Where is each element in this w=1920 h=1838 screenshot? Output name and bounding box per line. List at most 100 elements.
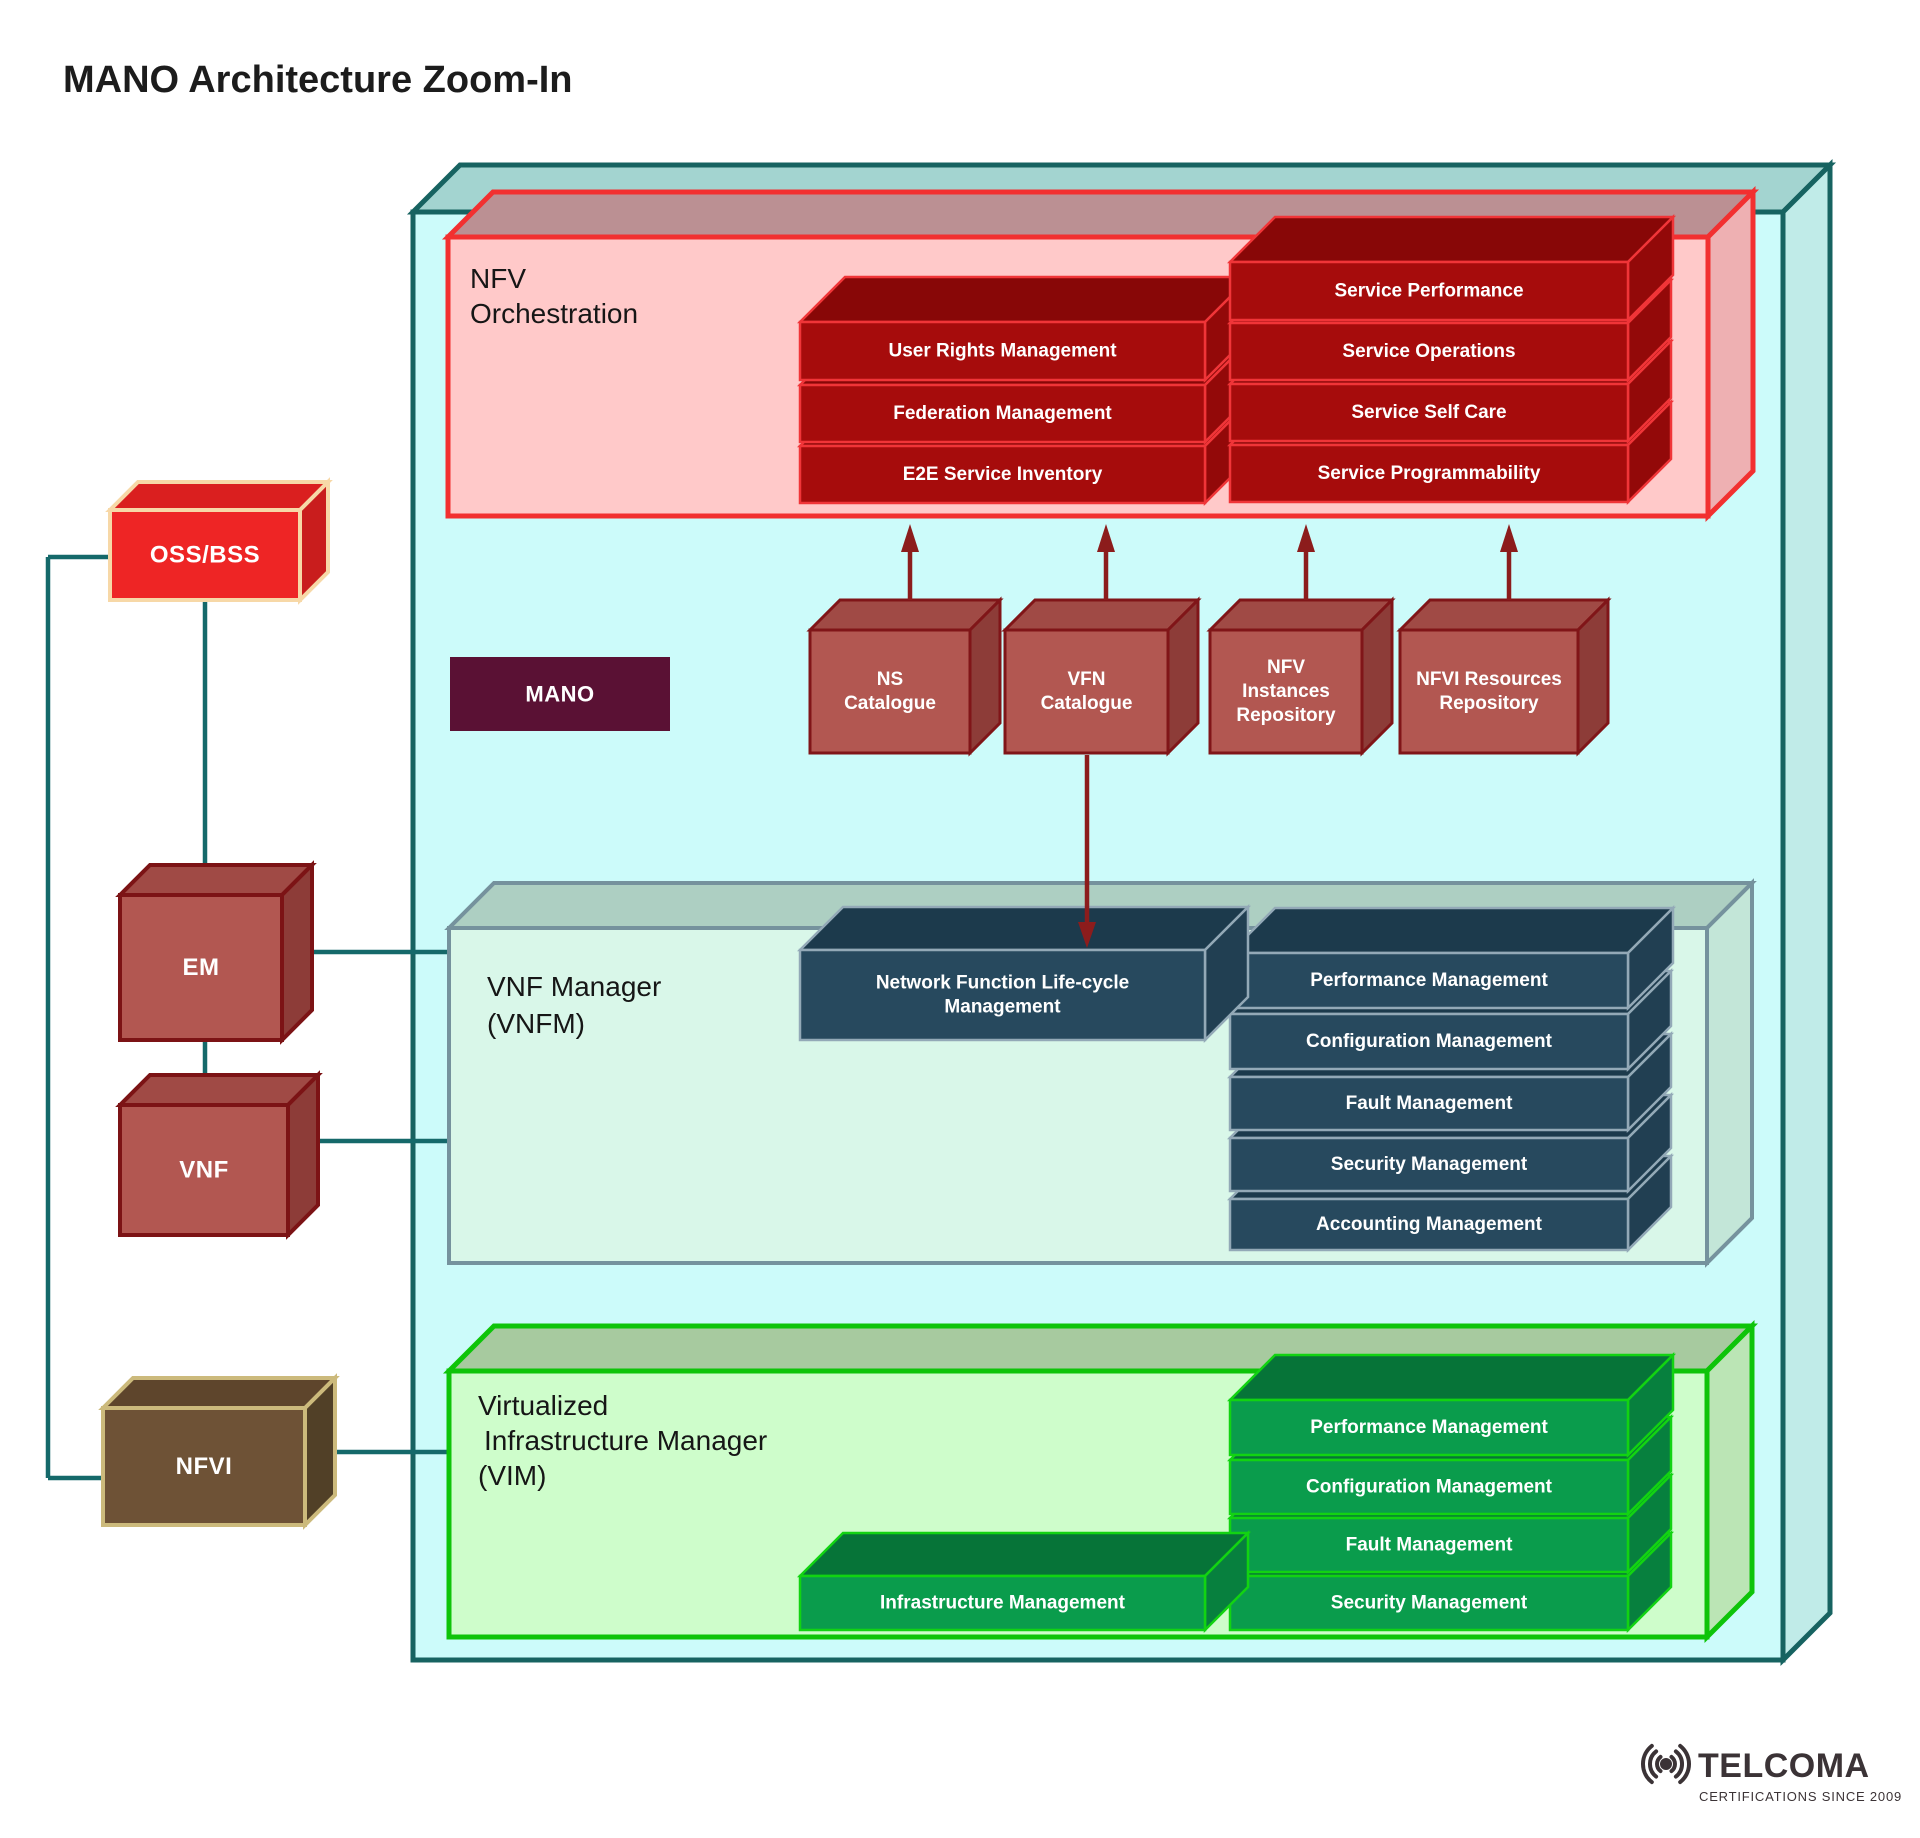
vim-title: Virtualized Infrastructure Manager (VIM) [478,1390,767,1491]
logo-name: TELCOMA [1698,1747,1870,1785]
vnf-box-side-face [286,1070,320,1240]
module-performance-management-vim-front-face [1228,1398,1630,1457]
em-box-top-face [115,863,317,897]
vim-title-line1: Virtualized [478,1390,608,1421]
vnf-box: VNF [115,1070,323,1240]
ns-catalogue-box: NS Catalogue [806,596,1004,757]
module-infrastructure-management: Infrastructure Management [796,1529,1252,1634]
module-fault-management-vnfm-front-face [1228,1075,1630,1132]
module-infrastructure-management-label: Infrastructure Management [880,1593,1126,1614]
module-federation-management-front-face [798,383,1207,444]
vim-title-line3: (VIM) [478,1460,546,1491]
vnf-box-label: VNF [179,1157,229,1184]
module-configuration-management-vnfm-label: Configuration Management [1306,1031,1553,1052]
module-e2e-service-inventory-label: E2E Service Inventory [903,464,1103,485]
module-service-programmability-front-face [1228,443,1630,504]
module-fault-management-vnfm-label: Fault Management [1346,1093,1513,1114]
telcoma-logo: TELCOMA CERTIFICATIONS SINCE 2009 [1641,1743,1901,1804]
module-service-performance-front-face [1228,260,1630,322]
module-service-performance-label: Service Performance [1334,281,1523,302]
vfn-catalogue-box-front-face [1003,628,1170,755]
module-e2e-service-inventory-front-face [798,444,1207,505]
module-configuration-management-vim-label: Configuration Management [1306,1477,1553,1498]
module-service-self-care-front-face [1228,382,1630,443]
module-performance-management-vim-label: Performance Management [1310,1417,1548,1438]
diagram-layer: E2E Service Inventory Federation Manageme… [45,158,1837,1667]
vfn-catalogue-box-top-face [1001,598,1202,632]
module-user-rights-management-label: User Rights Management [888,341,1117,362]
mano-label: MANO [525,682,594,707]
module-service-operations-label: Service Operations [1342,341,1515,362]
arrow-up-2 [1297,524,1315,600]
vnfm-title-line1: VNF Manager [487,971,661,1002]
nfv-orchestration-title-line2: Orchestration [470,298,638,329]
nfv-orchestration-title: NFV Orchestration [470,263,638,329]
em-box: EM [115,860,317,1045]
arrow-up-1 [1097,524,1115,600]
vnfm-title: VNF Manager (VNFM) [487,971,661,1039]
module-service-self-care-label: Service Self Care [1351,402,1506,423]
vnfm-box-side-face [1705,878,1754,1268]
nfv-instances-repository-box-label: NFV [1267,657,1305,678]
module-user-rights-management-front-face [798,320,1207,382]
module-network-function-lifecycle-front-face [798,948,1207,1042]
module-infrastructure-management-top-face [796,1531,1252,1578]
em-box-side-face [280,860,314,1045]
module-federation-management-label: Federation Management [893,403,1112,424]
arrow-down-vfn-to-lifecycle [1078,755,1096,948]
module-performance-management-vnfm-label: Performance Management [1310,970,1548,991]
module-user-rights-management-top-face [796,275,1254,324]
module-infrastructure-management-front-face [798,1574,1207,1632]
module-accounting-management-label: Accounting Management [1316,1214,1543,1235]
module-service-programmability-label: Service Programmability [1318,463,1541,484]
arrow-up-0 [901,524,919,600]
mano-label-box: MANO [450,657,670,731]
module-network-function-lifecycle-top-face [796,905,1252,952]
radio-waves-icon [1641,1743,1691,1785]
module-performance-management-vnfm-top-face [1226,906,1677,955]
oss-bss-box-label: OSS/BSS [150,542,260,569]
module-service-performance: Service Performance [1226,213,1677,324]
arrow-up-3 [1500,524,1518,600]
vfn-catalogue-box-label: VFN [1068,669,1106,690]
em-box-front-face [118,893,284,1042]
module-performance-management-vnfm: Performance Management [1226,904,1677,1012]
module-configuration-management-vim-front-face [1228,1458,1630,1516]
oss-bss-box: OSS/BSS [105,477,333,605]
module-service-performance-top-face [1226,215,1677,264]
nfv-framework-box-side-face [1780,158,1833,1667]
nfvi-box-top-face [98,1376,340,1410]
module-accounting-management-front-face [1228,1197,1630,1252]
ns-catalogue-box-front-face [808,628,972,755]
page-title: MANO Architecture Zoom-In [63,59,573,101]
module-performance-management-vim-top-face [1226,1353,1677,1402]
module-configuration-management-vnfm-front-face [1228,1012,1630,1071]
nfv-instances-repository-box-label: Repository [1236,705,1336,726]
vfn-catalogue-box-label: Catalogue [1041,693,1133,714]
vfn-catalogue-box: VFN Catalogue [1001,596,1202,757]
ns-catalogue-box-label: Catalogue [844,693,936,714]
module-user-rights-management: User Rights Management [796,273,1254,384]
nfv-instances-repository-box-label: Instances [1242,681,1330,702]
module-fault-management-vim-label: Fault Management [1346,1535,1513,1556]
ns-catalogue-box-top-face [806,598,1004,632]
vim-box-side-face [1704,1319,1755,1644]
nfvi-box-front-face [101,1406,307,1527]
nfv-orchestration-box-side-face [1705,185,1756,523]
vim-title-line2: Infrastructure Manager [484,1425,767,1456]
nfv-instances-repository-box-front-face [1208,628,1364,755]
module-security-management-vnfm-label: Security Management [1331,1154,1528,1175]
nfvi-box: NFVI [98,1373,340,1530]
mano-label-background [450,657,670,731]
vnf-box-front-face [118,1103,290,1237]
module-security-management-vnfm-front-face [1228,1136,1630,1193]
nfvi-resources-repository-box-label: NFVI Resources [1416,669,1562,690]
nfvi-box-label: NFVI [176,1453,233,1480]
module-performance-management-vim: Performance Management [1226,1351,1677,1459]
ns-catalogue-box-label: NS [877,669,903,690]
nfvi-resources-repository-box-label: Repository [1439,693,1539,714]
